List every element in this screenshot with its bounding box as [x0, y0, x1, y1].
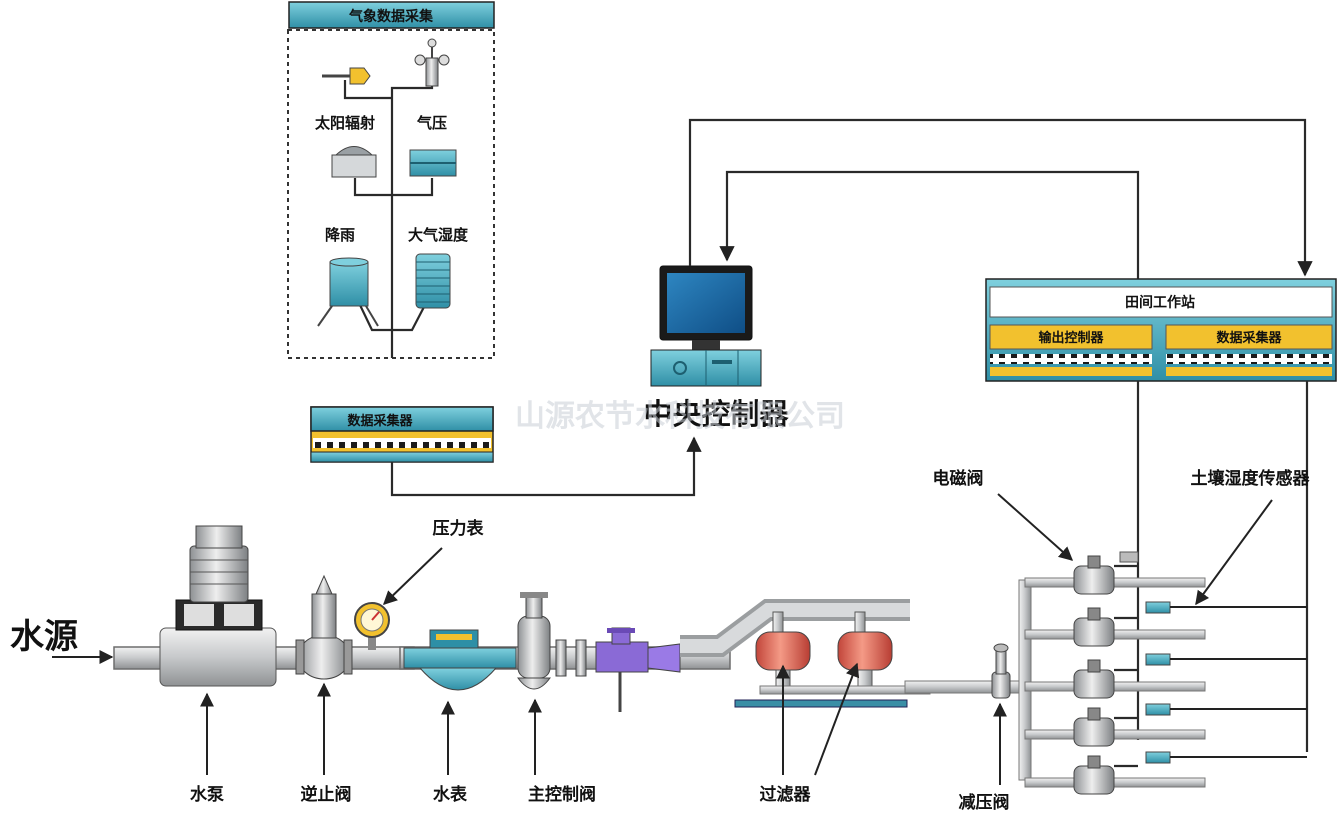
rain-gauge-icon [317, 257, 379, 327]
field-workstation-box: 田间工作站 输出控制器 数据采集器 [985, 278, 1337, 382]
pump-label: 水泵 [190, 784, 224, 805]
solenoid-valve-branch-1 [1024, 551, 1206, 595]
water-meter-label: 水表 [433, 784, 468, 805]
weather-station-panel: 气象数据采集 太阳辐射 气压 [287, 1, 495, 359]
station-to-controller-wire [719, 170, 1140, 290]
manifold-header [1018, 579, 1032, 781]
water-pump [159, 525, 277, 687]
solenoid-valve-branch-4 [1024, 707, 1206, 747]
reducing-valve [991, 643, 1011, 699]
solenoid-valve-label: 电磁阀 [933, 468, 984, 489]
soil-sensor-1 [1145, 601, 1307, 614]
inline-purple-valve [595, 627, 681, 712]
weather-mast-wire [390, 60, 434, 358]
rain-wire [359, 304, 392, 332]
barometer-icon [409, 149, 457, 177]
flange-1 [555, 639, 567, 677]
filter-base [734, 699, 908, 708]
soil-sensor-callout-arrow [1195, 499, 1273, 606]
field-collector-label: 数据采集器 [1216, 330, 1282, 346]
data-collector-title: 数据采集器 [347, 413, 413, 429]
check-valve-label: 逆止阀 [301, 784, 352, 805]
field-workstation-title: 田间工作站 [1125, 294, 1195, 311]
pipe-to-filter-inner [680, 603, 910, 653]
solar-label: 太阳辐射 [315, 114, 375, 132]
pressure-label: 气压 [416, 114, 447, 132]
rain-label: 降雨 [325, 226, 355, 244]
watermark-text: 山源农节水科技有限公司 [515, 399, 845, 434]
filter-label: 过滤器 [760, 784, 812, 805]
pressure-wire [392, 178, 434, 197]
main-control-valve [517, 592, 551, 690]
anemometer-icon [414, 38, 450, 87]
solar-probe-icon [322, 67, 371, 85]
solar-wire [343, 80, 392, 100]
radiation-sensor-icon [331, 146, 377, 178]
pressure-gauge-callout-arrow [382, 547, 443, 605]
soil-sensor-4 [1145, 751, 1307, 764]
filter-2 [837, 611, 893, 695]
solenoid-valve-branch-5 [1024, 755, 1206, 795]
flange-2 [575, 639, 587, 677]
weather-station-border [287, 29, 495, 359]
solenoid-valve-branch-3 [1024, 659, 1206, 699]
humidity-wire [392, 304, 426, 332]
humidity-sensor-icon [415, 253, 451, 309]
solar-sensor-wire [353, 178, 392, 197]
check-valve [295, 574, 353, 680]
solenoid-valve-branch-2 [1024, 607, 1206, 647]
data-collector-box: 数据采集器 [310, 406, 494, 463]
weather-station-title: 气象数据采集 [348, 8, 434, 25]
soil-sensor-3 [1145, 703, 1307, 716]
collector-to-controller-wire [390, 436, 702, 497]
soil-sensor-2 [1145, 653, 1307, 666]
humidity-label: 大气湿度 [408, 226, 469, 244]
soil-sensor-label: 土壤湿度传感器 [1191, 468, 1311, 489]
output-controller-label: 输出控制器 [1038, 330, 1104, 346]
main-valve-label: 主控制阀 [528, 784, 596, 805]
central-controller-computer [650, 265, 762, 387]
controller-to-station-wire [688, 118, 1313, 277]
water-meter [403, 629, 517, 691]
filter-callout-arrow-2 [814, 662, 860, 776]
water-source-label: 水源 [10, 617, 78, 657]
weather-station-title-bar [288, 1, 495, 29]
pressure-gauge-label: 压力表 [433, 518, 485, 539]
solenoid-callout-arrow [997, 493, 1074, 561]
reducing-valve-label: 减压阀 [959, 792, 1010, 813]
pressure-gauge [354, 602, 390, 650]
central-controller-label: 中央控制器 [643, 397, 789, 431]
